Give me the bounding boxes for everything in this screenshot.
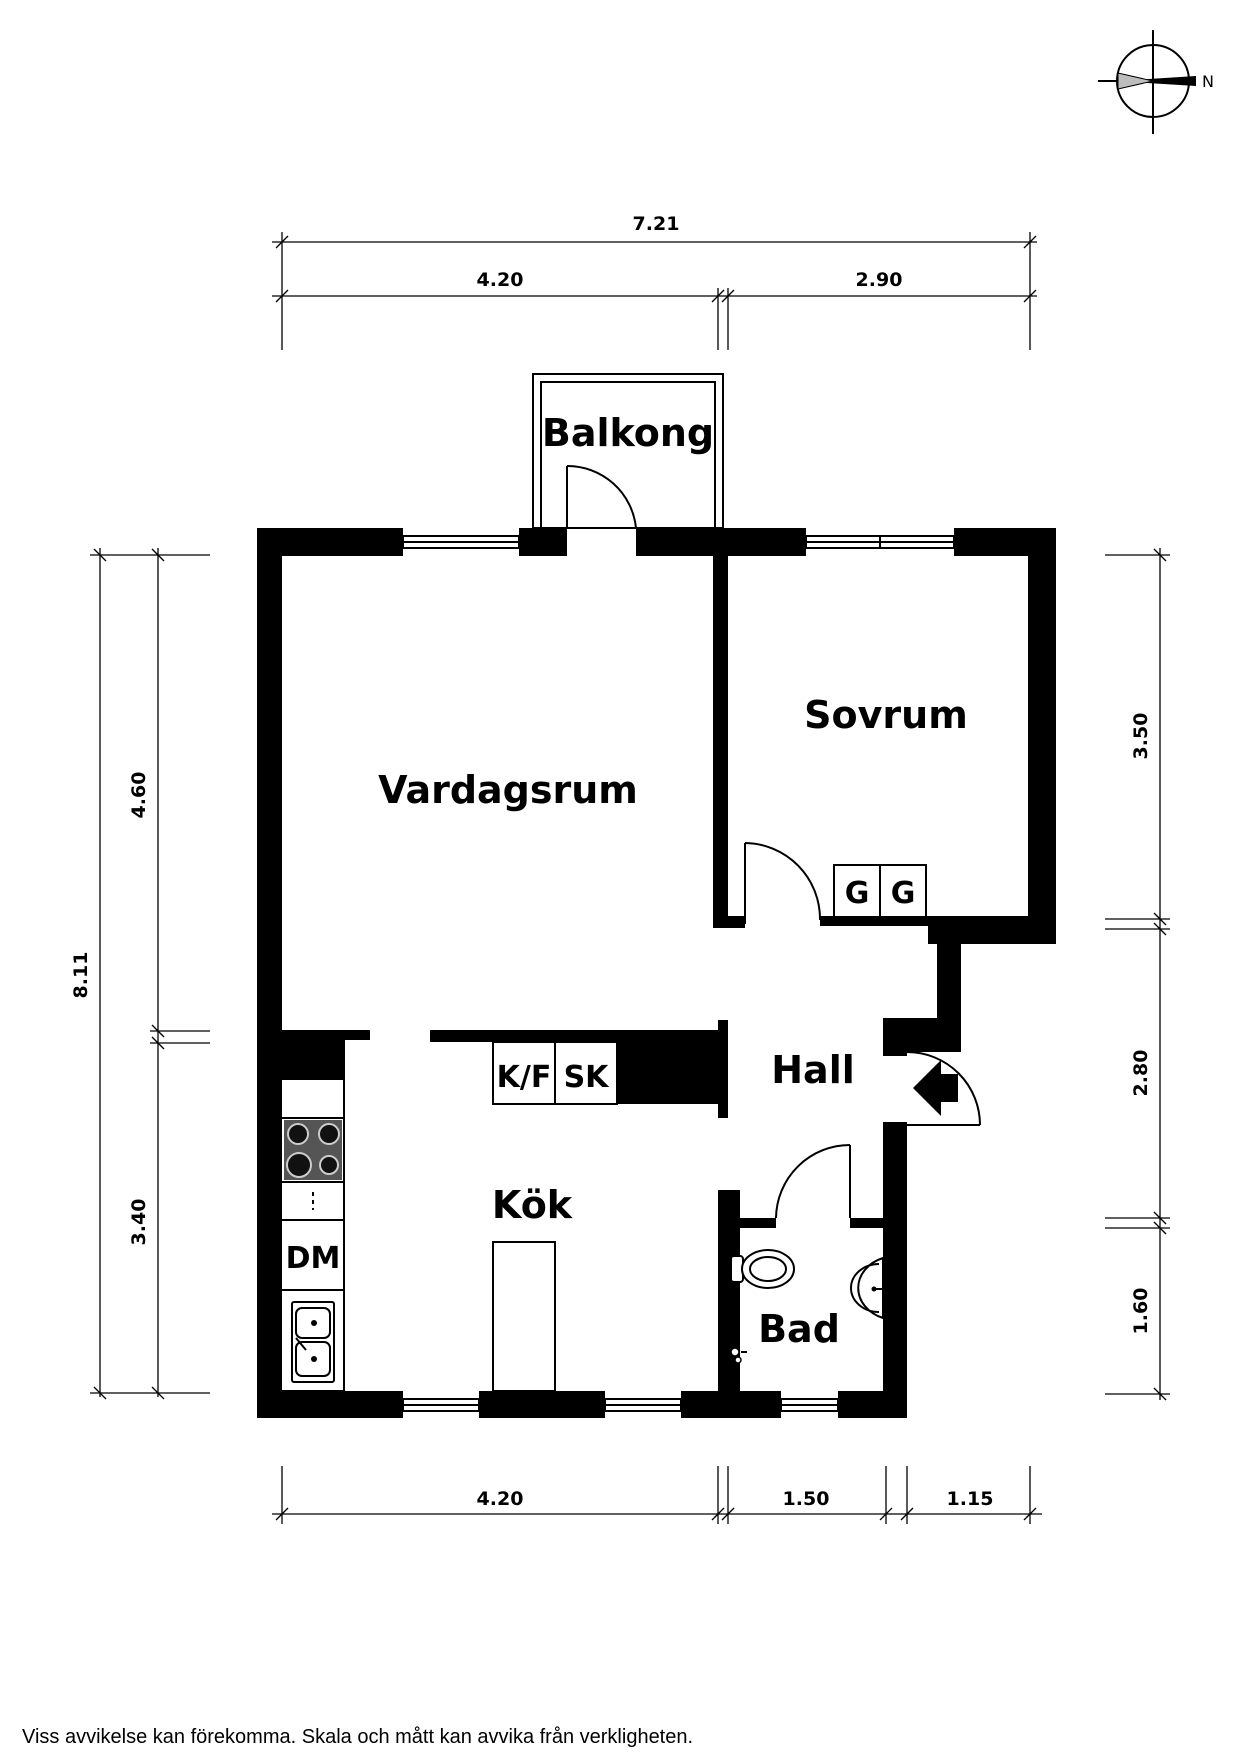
- wardrobe-label-2: G: [891, 876, 916, 911]
- dimension-bottom: 4.20 1.50 1.15: [272, 1466, 1042, 1524]
- stove-icon: [284, 1120, 342, 1180]
- dimension-left: 8.11 4.60 3.40: [70, 548, 210, 1400]
- bathroom-fixtures: [730, 1249, 884, 1364]
- wardrobes: G G: [833, 864, 927, 918]
- washbasin-icon: [850, 1256, 884, 1320]
- balcony: [532, 373, 724, 529]
- room-label-kok: Kök: [492, 1183, 573, 1227]
- windows: [402, 535, 955, 1412]
- dimension-left-total: 8.11: [70, 952, 92, 999]
- walls: [257, 528, 1056, 1418]
- dimension-right-middle: 2.80: [1130, 1050, 1152, 1097]
- kitchen-cabinet-label: SK: [564, 1060, 611, 1095]
- dimension-top-left: 4.20: [477, 269, 524, 291]
- dimension-left-upper: 4.60: [128, 772, 150, 819]
- doors: [744, 842, 981, 1219]
- dimension-right: 3.50 2.80 1.60: [1105, 548, 1170, 1401]
- compass-rose-icon: N: [1098, 30, 1214, 134]
- dimension-left-lower: 3.40: [128, 1199, 150, 1246]
- disclaimer-text: Viss avvikelse kan förekomma. Skala och …: [22, 1726, 694, 1748]
- kitchen-fixtures: K/F SK DM: [282, 1040, 618, 1392]
- room-label-bad: Bad: [758, 1307, 840, 1351]
- room-label-sovrum: Sovrum: [804, 693, 968, 737]
- dimension-right-upper: 3.50: [1130, 713, 1152, 760]
- entrance-arrow-icon: [913, 1060, 958, 1116]
- wardrobe-label-1: G: [845, 876, 870, 911]
- dimension-right-lower: 1.60: [1130, 1288, 1152, 1335]
- dimension-bottom-right: 1.15: [947, 1488, 994, 1510]
- sink-icon: [291, 1301, 335, 1383]
- dimension-top-right: 2.90: [856, 269, 903, 291]
- room-label-balkong: Balkong: [542, 411, 714, 455]
- room-labels: Balkong Vardagsrum Sovrum Hall Kök Bad: [378, 411, 968, 1351]
- dishwasher-label: DM: [286, 1241, 341, 1276]
- room-label-hall: Hall: [771, 1048, 855, 1092]
- fridge-freezer-label: K/F: [497, 1060, 552, 1095]
- dimension-bottom-left: 4.20: [477, 1488, 524, 1510]
- dimension-top: 7.21 4.20 2.90: [272, 213, 1037, 350]
- compass-north-label: N: [1202, 72, 1214, 91]
- dimension-top-total: 7.21: [633, 213, 680, 235]
- shower-icon: [730, 1347, 747, 1364]
- dimension-bottom-middle: 1.50: [783, 1488, 830, 1510]
- room-label-vardagsrum: Vardagsrum: [378, 768, 638, 812]
- toilet-icon: [730, 1249, 795, 1289]
